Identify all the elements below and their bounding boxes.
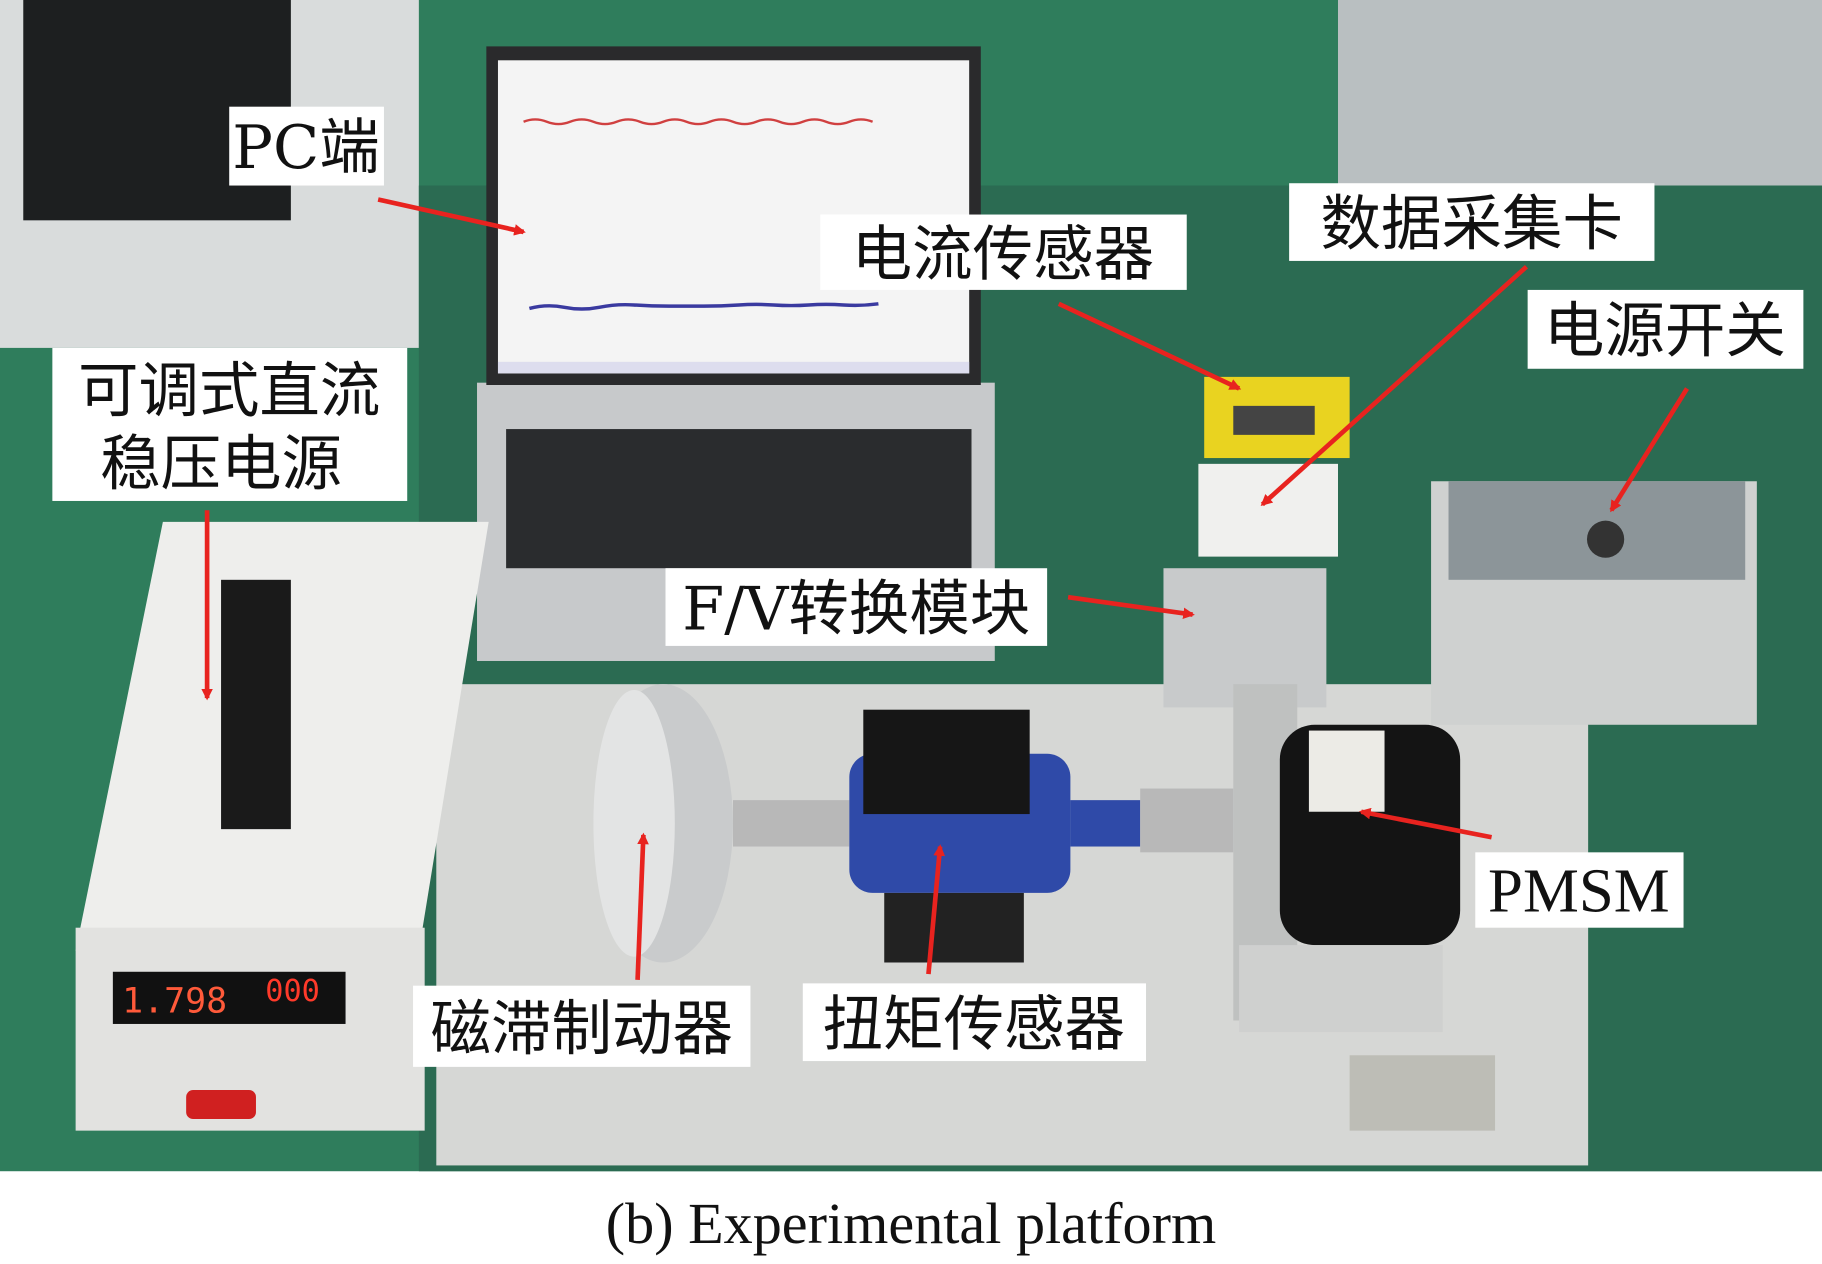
- label-dc-supply-line1: 可调式直流: [78, 357, 380, 427]
- voltage-readout: 1.798: [122, 981, 227, 1021]
- figure-caption: (b) Experimental platform: [606, 1191, 1216, 1256]
- label-daq-card: 数据采集卡: [1321, 190, 1623, 260]
- arrow-daq-card: [1260, 264, 1529, 507]
- background-frame: [1337, 0, 1822, 186]
- handle: [221, 579, 291, 830]
- arrow-power-switch: [1609, 387, 1690, 513]
- arrow-brake: [635, 832, 649, 980]
- labels: PC端 电流传感器 数据采集卡 电源开关 可调式直流 稳压电源 F/V转换模块 …: [52, 106, 1804, 1067]
- arrow-fv-module: [1067, 594, 1195, 620]
- label-fv-module: F/V转换模块: [682, 575, 1030, 645]
- label-brake: 磁滞制动器: [431, 995, 733, 1065]
- nameplate: [1349, 1055, 1496, 1131]
- arrow-torque-sensor: [926, 844, 946, 975]
- keyboard: [506, 429, 972, 569]
- arrow-pmsm: [1358, 807, 1493, 840]
- label-pc: PC端: [232, 113, 379, 183]
- label-power-switch: 电源开关: [1544, 296, 1786, 366]
- annotation-arrows: [201, 197, 1690, 980]
- label-pmsm: PMSM: [1488, 856, 1670, 926]
- label-dc-supply-line2: 稳压电源: [100, 430, 342, 500]
- current-readout: 000: [265, 974, 320, 1009]
- arrow-current-sensor: [1057, 301, 1242, 391]
- dc-power-supply: 1.798 000: [75, 521, 489, 1131]
- label-current-sensor: 电流传感器: [852, 220, 1154, 290]
- display: [112, 971, 346, 1024]
- daq-card: [1198, 463, 1338, 557]
- arrow-pc: [377, 197, 526, 236]
- label-torque-sensor: 扭矩传感器: [823, 990, 1125, 1060]
- coupling: [732, 800, 850, 847]
